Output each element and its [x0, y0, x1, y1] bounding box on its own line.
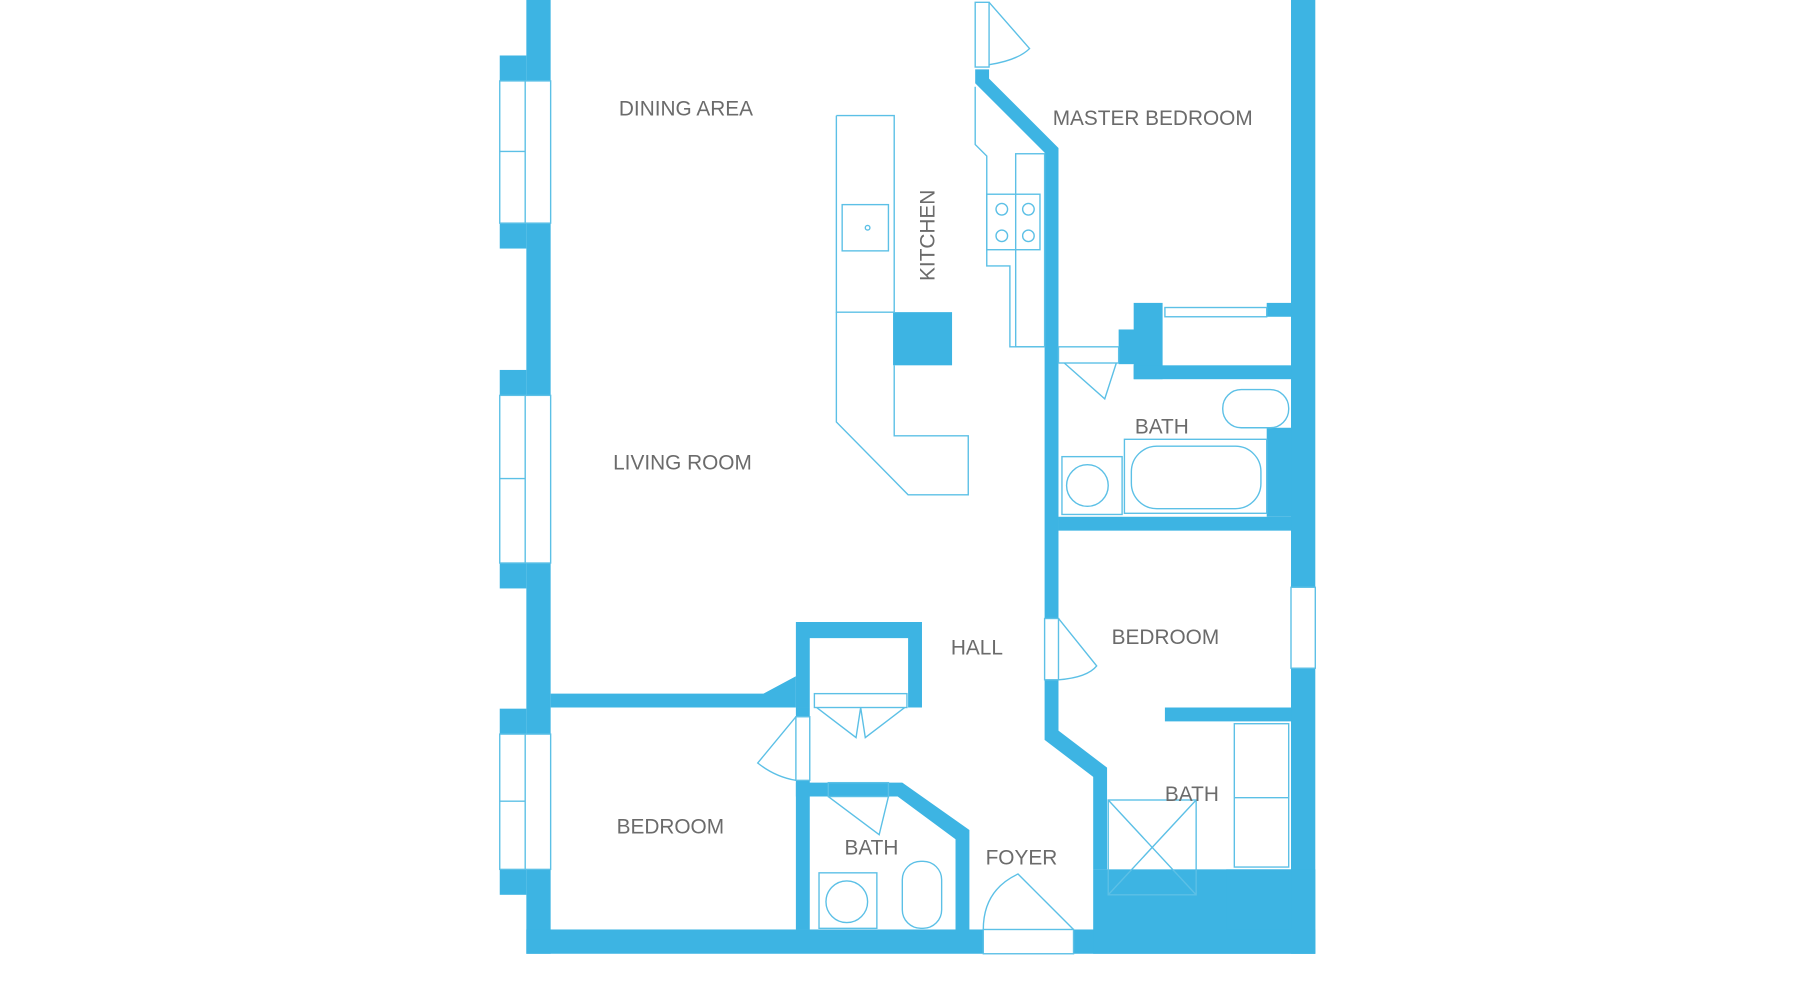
label-bath-right: BATH	[1165, 783, 1219, 806]
label-living-room: LIVING ROOM	[613, 451, 752, 474]
windows	[499, 80, 1316, 955]
label-bath-left: BATH	[844, 836, 898, 859]
fixtures	[756, 1, 1290, 930]
label-dining-area: DINING AREA	[619, 98, 753, 121]
room-labels: DINING AREA KITCHEN MASTER BEDROOM LIVIN…	[613, 98, 1253, 870]
label-master-bedroom: MASTER BEDROOM	[1053, 107, 1253, 130]
label-bedroom-right: BEDROOM	[1112, 626, 1220, 649]
label-hall: HALL	[951, 636, 1003, 659]
label-kitchen: KITCHEN	[917, 190, 940, 281]
label-foyer: FOYER	[986, 847, 1058, 870]
label-bedroom-left: BEDROOM	[617, 816, 725, 839]
label-master-bath: BATH	[1135, 416, 1189, 439]
walls	[499, 0, 1316, 954]
